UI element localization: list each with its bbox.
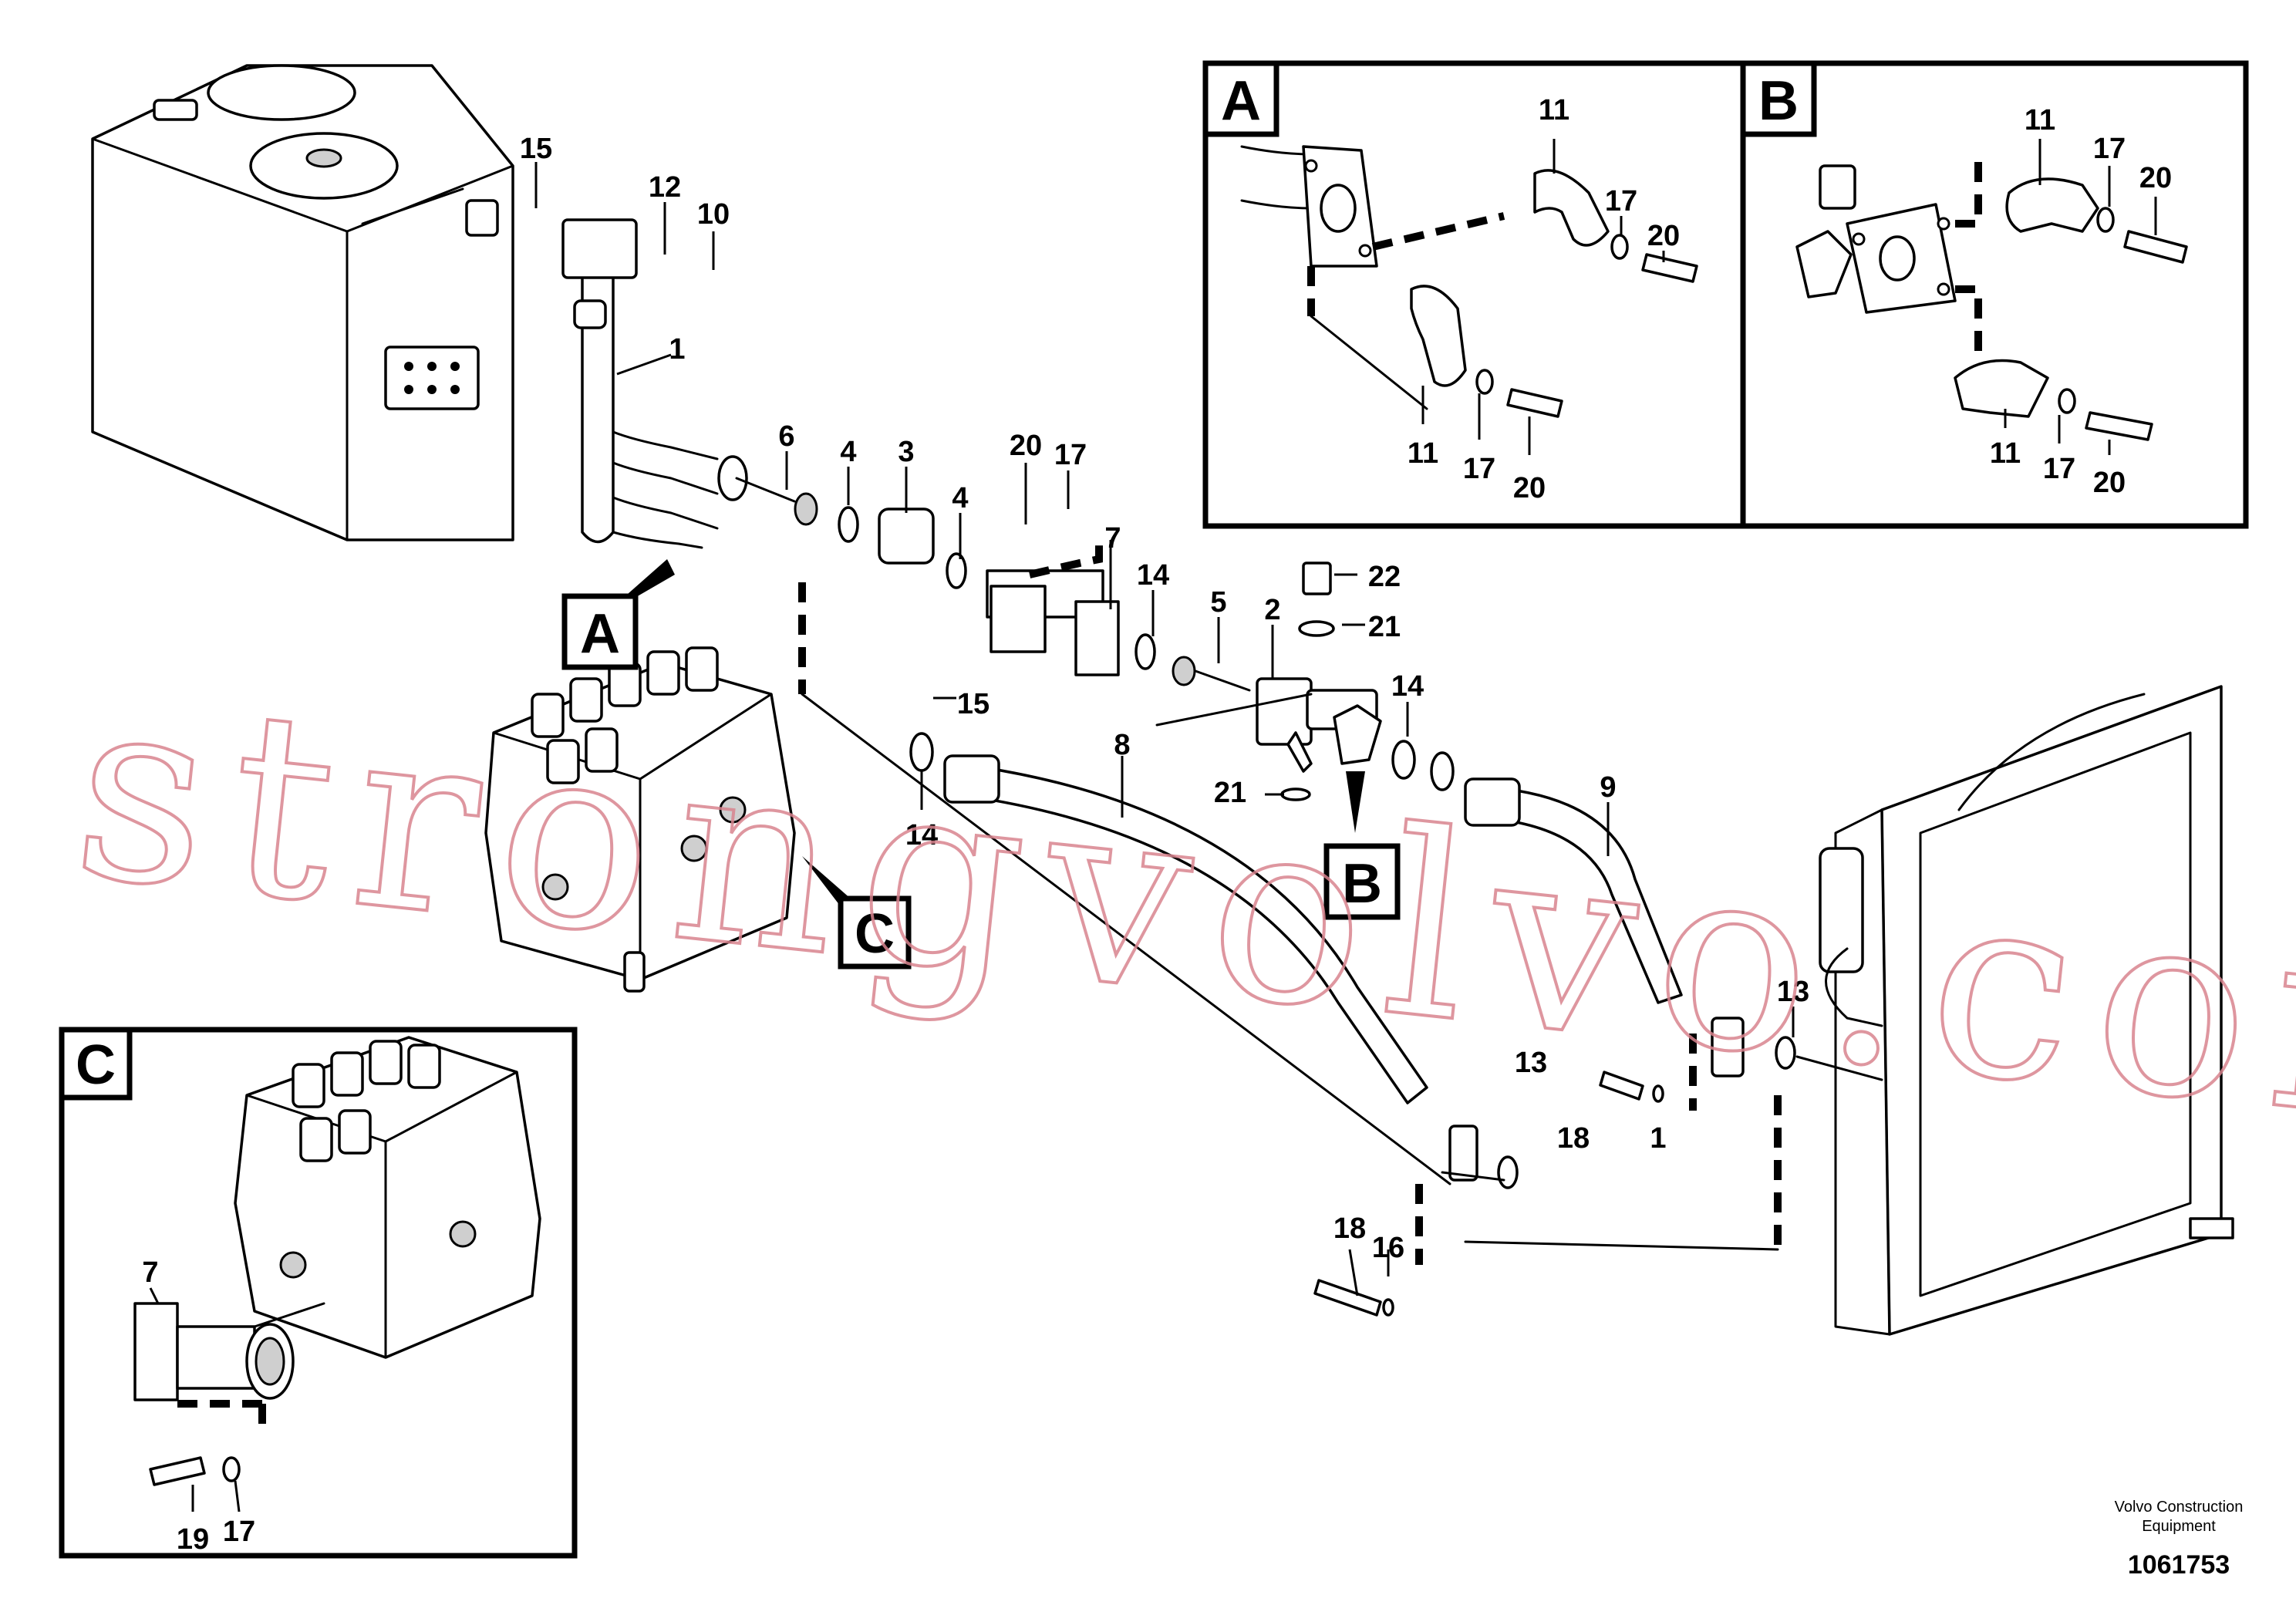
- callout-leaders: [534, 162, 1795, 1297]
- svg-text:A: A: [1221, 70, 1261, 132]
- callout-13: 13: [1777, 976, 1809, 1008]
- oil-cooler: [1819, 685, 2234, 1336]
- svg-text:17: 17: [223, 1516, 255, 1548]
- return-pipes: [561, 218, 719, 549]
- svg-text:20: 20: [1647, 220, 1680, 252]
- detail-pointer-a: A: [561, 559, 675, 670]
- svg-text:20: 20: [2139, 162, 2172, 194]
- callout-10: 10: [697, 198, 730, 231]
- callout-14c: 14: [1391, 670, 1424, 703]
- callout-4: 4: [840, 436, 856, 468]
- callout-6: 6: [778, 420, 794, 453]
- svg-text:C: C: [76, 1034, 116, 1096]
- hose-8: [909, 732, 1519, 1189]
- valve-block: [1256, 561, 1416, 801]
- svg-text:20: 20: [2093, 467, 2126, 499]
- callout-7: 7: [1104, 522, 1121, 555]
- svg-text:17: 17: [2043, 453, 2075, 485]
- hydraulic-tank: [91, 64, 514, 541]
- callout-14: 14: [1137, 559, 1169, 592]
- callout-17: 17: [1054, 439, 1087, 471]
- callout-21b: 21: [1214, 777, 1246, 809]
- callout-9: 9: [1600, 771, 1616, 804]
- callout-13b: 13: [1515, 1047, 1547, 1079]
- svg-text:17: 17: [1463, 453, 1495, 485]
- callout-3: 3: [898, 436, 914, 468]
- callout-1b: 1: [1650, 1122, 1666, 1155]
- detail-pointer-c: C: [802, 856, 912, 969]
- drawing-number: 1061753: [2128, 1550, 2230, 1580]
- callout-12: 12: [649, 171, 681, 204]
- svg-text:7: 7: [142, 1256, 158, 1289]
- title-block: Volvo Construction Equipment 1061753: [2115, 1499, 2244, 1580]
- callout-1: 1: [669, 333, 685, 366]
- callout-4b: 4: [952, 482, 968, 514]
- svg-text:11: 11: [1539, 94, 1569, 126]
- svg-text:B: B: [1758, 70, 1799, 132]
- callout-20: 20: [1010, 430, 1042, 462]
- svg-text:17: 17: [2093, 133, 2126, 165]
- callout-22: 22: [1368, 561, 1401, 593]
- dash-link: [1028, 540, 1103, 578]
- svg-text:19: 19: [177, 1523, 209, 1556]
- callout-5: 5: [1210, 586, 1226, 619]
- callout-18b: 18: [1333, 1212, 1366, 1245]
- control-valve: [484, 646, 796, 993]
- company-subtitle: Equipment: [2142, 1518, 2216, 1535]
- company-name: Volvo Construction: [2115, 1499, 2244, 1516]
- svg-text:11: 11: [1990, 437, 2021, 470]
- main-callouts: 15 12 10 1 6 4 3 4 20 17 7 14 5 2 22 21 …: [520, 133, 1809, 1264]
- detail-pointer-b: B: [1323, 771, 1401, 920]
- callout-2: 2: [1264, 594, 1280, 626]
- svg-text:A: A: [580, 603, 620, 665]
- hose-9: [1313, 751, 1796, 1317]
- callout-15: 15: [520, 133, 552, 165]
- svg-text:C: C: [855, 903, 895, 965]
- detail-a-panel: A 11 17 20 11 17 20: [1202, 60, 1746, 529]
- svg-text:11: 11: [2025, 104, 2055, 137]
- callout-21: 21: [1368, 611, 1401, 643]
- callout-18: 18: [1557, 1122, 1590, 1155]
- svg-text:11: 11: [1408, 437, 1438, 470]
- detail-c-panel: C 7 19 17: [59, 1027, 578, 1559]
- svg-text:17: 17: [1605, 185, 1637, 218]
- svg-text:B: B: [1342, 853, 1382, 915]
- svg-text:20: 20: [1513, 472, 1546, 504]
- callout-15b: 15: [957, 688, 990, 720]
- callout-8: 8: [1114, 729, 1130, 761]
- detail-b-panel: B 11 17 20 11 17 20: [1740, 60, 2249, 529]
- callout-14b: 14: [905, 819, 938, 851]
- callout-16: 16: [1372, 1232, 1404, 1264]
